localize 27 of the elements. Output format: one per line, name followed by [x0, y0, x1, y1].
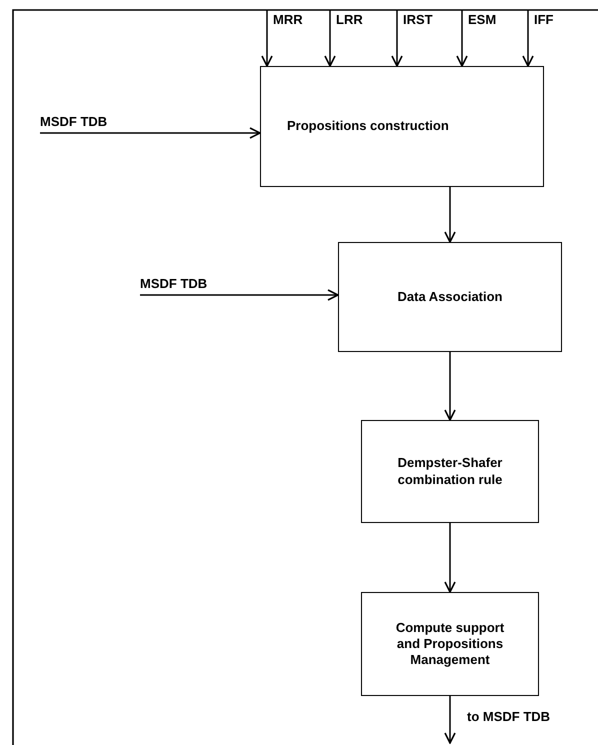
edge-label: IRST — [402, 12, 434, 27]
source-label: MSDF TDB — [140, 276, 240, 295]
box-text: Propositions construction — [287, 118, 449, 135]
arrow — [444, 696, 456, 744]
process-box — [361, 420, 539, 523]
edge-label: LRR — [335, 12, 364, 27]
edge-label: to MSDF TDB — [466, 709, 552, 724]
source-label: MSDF TDB — [40, 114, 140, 133]
arrow — [261, 10, 273, 67]
box-text: Compute support and Propositions Management — [394, 620, 506, 668]
edge-label: IFF — [533, 12, 554, 27]
process-box — [361, 592, 539, 696]
arrow — [444, 523, 456, 593]
arrow — [444, 187, 456, 243]
edge-label: ESM — [467, 12, 498, 27]
process-box — [260, 66, 544, 187]
box-text: Data Association — [398, 288, 502, 306]
arrow — [456, 10, 468, 67]
box-text: Dempster-Shafer combination rule — [396, 455, 504, 488]
arrow — [324, 10, 336, 67]
arrow — [40, 127, 261, 139]
arrow — [391, 10, 403, 67]
arrow — [140, 289, 339, 301]
arrow — [522, 10, 534, 67]
edge-label: MRR — [272, 12, 304, 27]
arrow — [444, 352, 456, 421]
process-box — [338, 242, 562, 352]
